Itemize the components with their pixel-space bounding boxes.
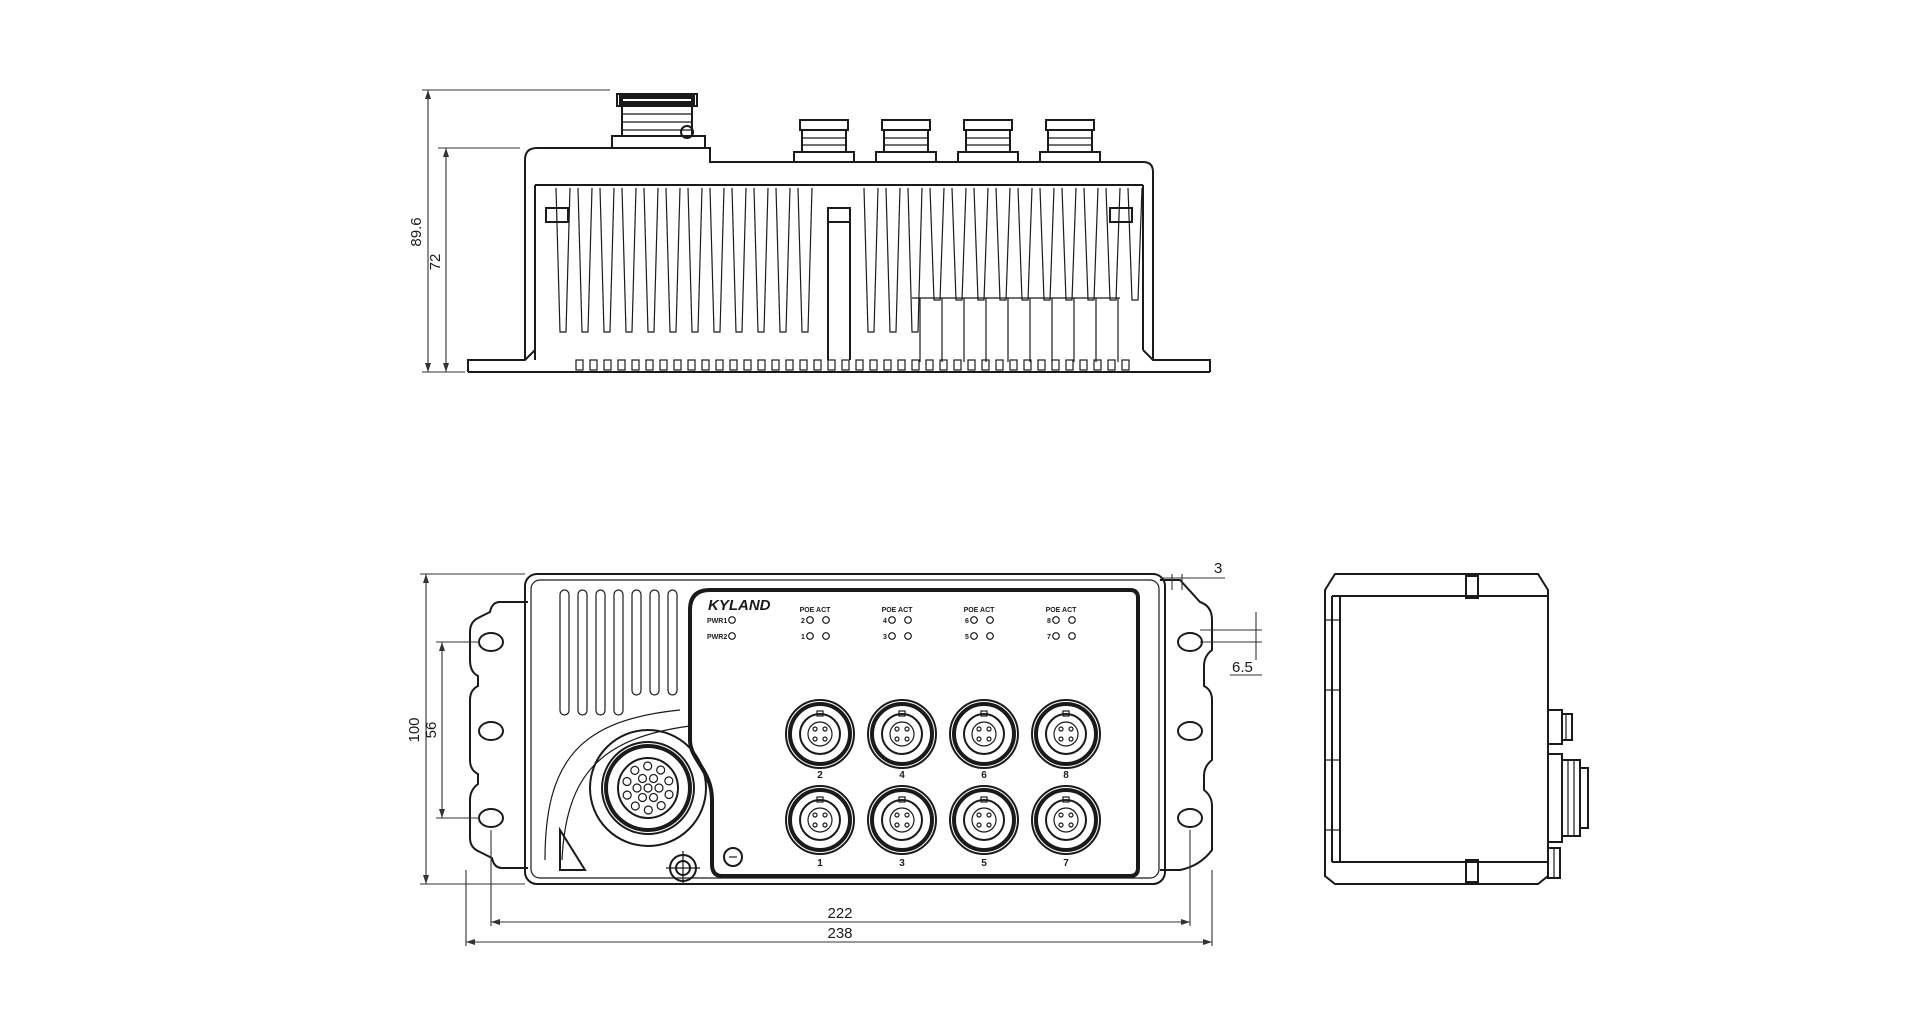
power-connector-top	[589, 729, 707, 847]
m12-port	[949, 785, 1019, 855]
m12-port	[1031, 785, 1101, 855]
pwr1-led	[728, 616, 736, 624]
bottom-comb	[575, 359, 1130, 371]
power-connector-side	[611, 93, 706, 149]
ground-screw	[666, 851, 700, 885]
m12-port	[785, 785, 855, 855]
led-label-7: 7	[1047, 634, 1051, 641]
dim-hole-spacing: 56	[423, 722, 440, 739]
led-label-2: 2	[801, 618, 805, 625]
cooling-fins	[555, 187, 1143, 362]
m12-port	[867, 699, 937, 769]
top-fin-slots	[559, 589, 678, 716]
port-label-4: 4	[899, 770, 905, 781]
led-group-1: POE ACT 2 1	[800, 607, 832, 641]
end-view-connectors	[1547, 709, 1589, 879]
led-label-8: 8	[1047, 618, 1051, 625]
end-view	[1324, 573, 1589, 885]
led-label-6: 6	[965, 618, 969, 625]
side-dimensions: 89.6 72	[408, 89, 610, 373]
led-label-4: 4	[883, 618, 887, 625]
dim-height-total: 89.6	[408, 217, 425, 246]
top-view: KYLAND PWR1 PWR2 POE ACT 2 1 POE ACT 4 3…	[469, 573, 1213, 885]
m12-port	[867, 785, 937, 855]
led-label-5: 5	[965, 634, 969, 641]
led-header-4: POE ACT	[1046, 607, 1078, 614]
m12-connectors-side	[793, 119, 1101, 163]
port-label-1: 1	[817, 858, 823, 869]
led-header-2: POE ACT	[882, 607, 914, 614]
m12-port	[1031, 699, 1101, 769]
ethernet-ports	[785, 699, 1101, 855]
led-header-1: POE ACT	[800, 607, 832, 614]
dim-hole-pitch: 222	[827, 905, 852, 922]
reset-button	[723, 847, 743, 867]
led-group-3: POE ACT 6 5	[964, 607, 996, 641]
dim-total-width: 238	[827, 925, 852, 942]
port-label-6: 6	[981, 770, 987, 781]
port-label-7: 7	[1063, 858, 1069, 869]
dim-height-body: 72	[427, 254, 444, 271]
pwr2-led	[728, 632, 736, 640]
led-label-1: 1	[801, 634, 805, 641]
m12-port	[785, 699, 855, 769]
top-dimensions: 100 56 222 238 3 6.5	[406, 560, 1262, 946]
port-label-8: 8	[1063, 770, 1069, 781]
led-header-3: POE ACT	[964, 607, 996, 614]
led-group-2: POE ACT 4 3	[882, 607, 914, 641]
brand-logo: KYLAND	[708, 597, 771, 614]
port-label-2: 2	[817, 770, 823, 781]
pwr2-label: PWR2	[707, 634, 727, 641]
pwr1-label: PWR1	[707, 618, 727, 625]
m12-port	[949, 699, 1019, 769]
dim-slot-offset: 6.5	[1232, 659, 1253, 676]
led-group-4: POE ACT 8 7	[1046, 607, 1078, 641]
led-label-3: 3	[883, 634, 887, 641]
dim-depth: 100	[406, 717, 423, 742]
dim-slot-width: 3	[1214, 560, 1222, 577]
side-view	[467, 93, 1211, 373]
port-label-3: 3	[899, 858, 905, 869]
port-label-5: 5	[981, 858, 987, 869]
